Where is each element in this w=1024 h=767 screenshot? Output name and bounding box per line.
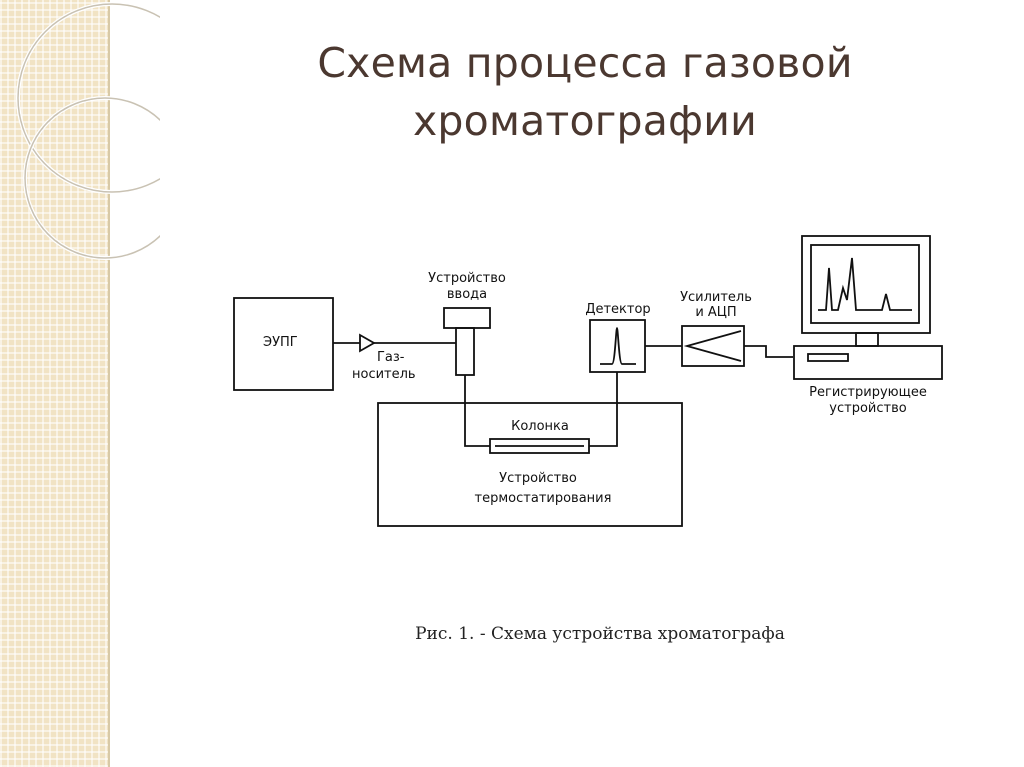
deco-circle-small-outline <box>24 97 160 259</box>
title-line-1: Схема процесса газовой <box>317 39 853 87</box>
detector-peak-icon <box>600 327 636 365</box>
slide-title: Схема процесса газовой хроматографии <box>200 34 970 150</box>
decorative-side-strip <box>0 0 110 767</box>
monitor-stand <box>855 332 879 347</box>
thermostat-label-2: термостатирования <box>475 491 612 506</box>
flow-arrow-icon <box>359 333 376 353</box>
deco-circle-large-outline <box>17 3 160 193</box>
carrier-gas-label-1: Газ- <box>377 350 405 365</box>
figure-caption: Рис. 1. - Схема устройства хроматографа <box>415 624 785 644</box>
eupg-label: ЭУПГ <box>263 335 298 350</box>
recorder-label-2: устройство <box>829 401 906 416</box>
amplifier-label-1: Усилитель <box>680 290 752 305</box>
disk-drive-slot <box>807 353 849 362</box>
injector-label-1: Устройство <box>428 271 506 286</box>
monitor-screen <box>810 244 920 324</box>
injector-body <box>455 327 475 376</box>
carrier-gas-label-2: носитель <box>352 367 416 382</box>
title-line-2: хроматографии <box>412 97 758 145</box>
amplifier-triangle-icon <box>683 330 742 362</box>
chromatogram-peaks-icon <box>818 257 912 311</box>
column-tube <box>489 438 590 454</box>
amplifier-label-2: и АЦП <box>695 305 736 320</box>
decorative-circles <box>16 2 160 260</box>
amp-recorder-line <box>744 345 793 358</box>
thermostat-label-1: Устройство <box>499 471 577 486</box>
recorder-label-1: Регистрирующее <box>809 385 927 400</box>
injector-head <box>443 307 491 329</box>
detector-label: Детектор <box>585 302 650 317</box>
thermostat-box <box>377 402 683 527</box>
column-inlet-pipe <box>464 375 490 447</box>
column-outlet-pipe <box>589 372 618 447</box>
monitor-frame <box>801 235 931 334</box>
computer-base <box>793 345 943 380</box>
column-label: Колонка <box>511 419 569 434</box>
eupg-box <box>233 297 334 391</box>
injector-label-2: ввода <box>447 287 487 302</box>
